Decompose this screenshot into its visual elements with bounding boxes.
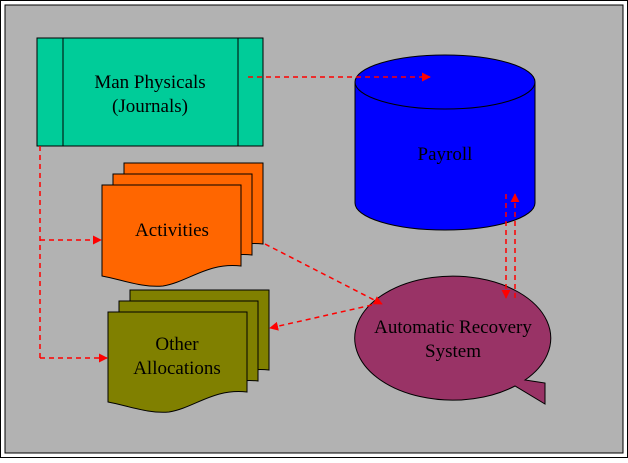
other-allocations-label-line2: Allocations	[133, 358, 221, 379]
activities-label: Activities	[135, 220, 209, 241]
node-man-physicals: Man Physicals (Journals)	[36, 37, 264, 147]
node-payroll: Payroll	[354, 54, 536, 231]
node-other-allocations: Other Allocations	[107, 289, 270, 413]
connectors	[39, 72, 520, 363]
man-physicals-label-line1: Man Physicals	[94, 72, 205, 93]
edge-activities-to-recovery	[264, 243, 383, 305]
other-allocations-label-line1: Other	[155, 334, 199, 355]
man-physicals-label-line2: (Journals)	[112, 96, 188, 117]
node-activities: Activities	[101, 162, 264, 287]
node-automatic-recovery: Automatic Recovery System	[354, 275, 552, 405]
payroll-label: Payroll	[418, 144, 473, 165]
automatic-recovery-label-line2: System	[425, 341, 481, 362]
automatic-recovery-label-line1: Automatic Recovery	[374, 317, 532, 338]
